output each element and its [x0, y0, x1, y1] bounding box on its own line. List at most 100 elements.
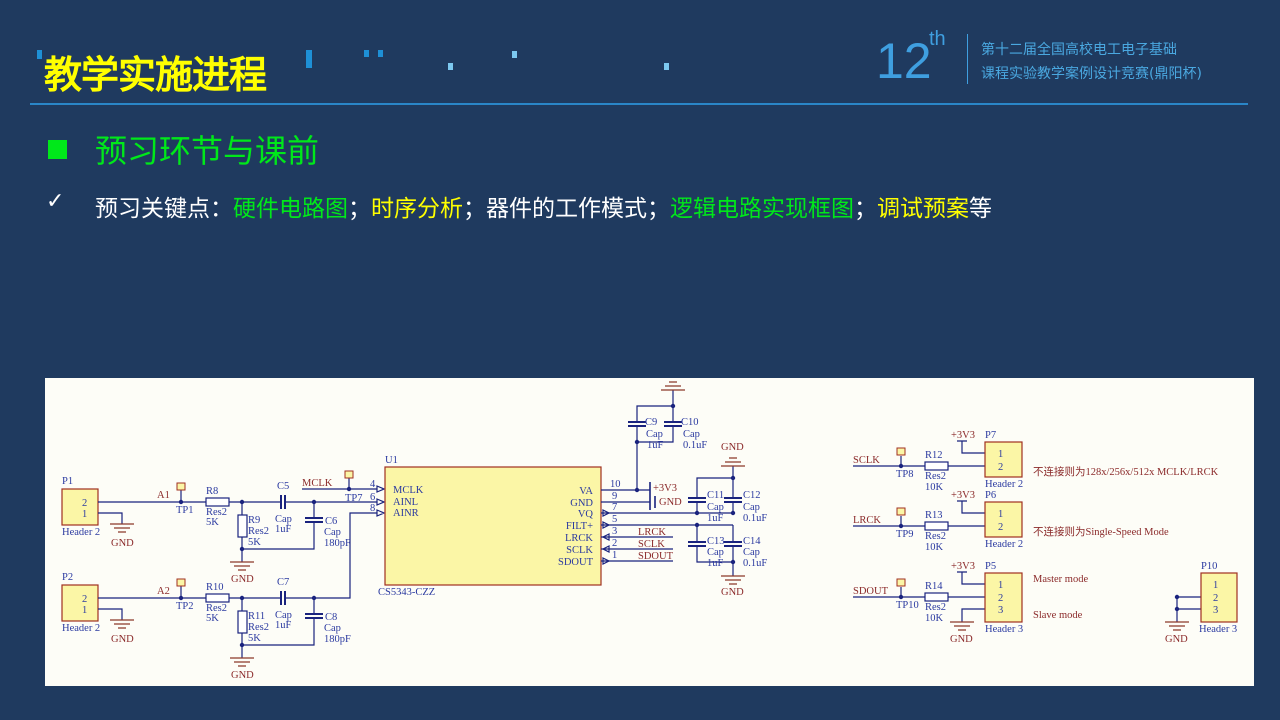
page-title: 教学实施进程 [44, 53, 267, 97]
label-p6: P6 [985, 490, 996, 501]
resistor-r11 [237, 610, 248, 634]
label-p1: P1 [62, 476, 73, 487]
key-point-segment: 逻辑电路实现框图 [670, 196, 854, 221]
pin-label: 2 [998, 593, 1003, 604]
label-header: Header 3 [985, 624, 1023, 635]
pin-number: 3 [612, 526, 617, 537]
pin-number: 8 [370, 503, 375, 514]
label-header: Header 2 [985, 479, 1023, 490]
connector-p5 [984, 572, 1023, 623]
connector-p2 [61, 584, 99, 622]
label-gnd: GND [111, 634, 134, 645]
label-value: 0.1uF [683, 440, 707, 451]
label-value: 5K [248, 633, 261, 644]
pin-name: VQ [578, 509, 594, 520]
pin-name: MCLK [393, 485, 424, 496]
key-point-segment: 等 [969, 196, 992, 221]
key-points-line: 预习关键点：硬件电路图；时序分析；器件的工作模式；逻辑电路实现框图；调试预案等 [95, 189, 992, 223]
key-point-segment: 调试预案 [877, 196, 969, 221]
label-value: 1uF [275, 524, 292, 535]
pin-name: SCLK [566, 545, 593, 556]
label-res2: Res2 [206, 603, 227, 614]
testpoint-tp2 [176, 578, 186, 587]
pin-label: 3 [1213, 605, 1218, 616]
header-rule [30, 103, 1248, 105]
power-port-3v3: +3V3 [951, 561, 975, 572]
label-value: 180pF [324, 538, 351, 549]
label-r10: R10 [206, 582, 224, 593]
label-res2: Res2 [248, 622, 269, 633]
label-res2: Res2 [248, 526, 269, 537]
testpoint-tp9 [896, 507, 906, 516]
label-p10: P10 [1201, 561, 1217, 572]
pin-label: 1 [998, 580, 1003, 591]
label-tp1: TP1 [176, 505, 194, 516]
header-divider [967, 34, 968, 84]
pin-label: 1 [1213, 580, 1218, 591]
circuit-schematic: P1 2 1 Header 2 GND A1 TP1 R8 Res2 5K GN… [45, 378, 1254, 686]
pin-label: 1 [998, 449, 1003, 460]
pin-name: LRCK [565, 533, 593, 544]
decor-square [37, 50, 42, 59]
decor-square [512, 51, 517, 58]
pin-label: 3 [998, 605, 1003, 616]
net-label-a1: A1 [157, 490, 170, 501]
label-value: 1uF [275, 620, 292, 631]
decor-square [364, 50, 369, 57]
pin-number: 9 [612, 491, 617, 502]
key-point-segment: ； [348, 196, 371, 221]
net-label-sdout: SDOUT [638, 551, 674, 562]
decoupling-capacitors: C9 Cap 1uF C10 Cap 0.1uF GND C11 Cap 1uF… [628, 381, 767, 598]
decor-square [448, 63, 453, 70]
label-header: Header 2 [985, 539, 1023, 550]
edition-suffix: th [929, 28, 946, 50]
adc-u1: MCLK TP7 4 6 8 U1 MCLK AINL AINR CS5343-… [302, 455, 733, 598]
input-channel-right: P2 2 1 Header 2 GND A2 TP2 R10 Res2 5K G… [61, 512, 377, 681]
decor-square [306, 50, 312, 68]
pin-number: 7 [612, 502, 617, 513]
label-tp2: TP2 [176, 601, 194, 612]
label-part-number: CS5343-CZZ [378, 587, 435, 598]
testpoint-tp10 [896, 578, 906, 587]
pin-label: 1 [82, 605, 87, 616]
pin-number: 5 [612, 514, 617, 525]
input-channel-left: P1 2 1 Header 2 GND A1 TP1 R8 Res2 5K GN… [61, 476, 377, 585]
resistor-r13 [924, 521, 949, 531]
label-res2: Res2 [925, 602, 946, 613]
jumper-p7: SCLK TP8 R12 Res2 10K +3V3 P7 1 2 Header… [853, 430, 1219, 493]
pin-number: 4 [370, 479, 376, 490]
capacitor-c7 [280, 591, 286, 605]
label-header: Header 2 [62, 527, 100, 538]
note-master-mode: Master mode [1033, 574, 1088, 585]
label-cap: Cap [275, 514, 292, 525]
label-c12: C12 [743, 490, 761, 501]
label-value: 10K [925, 613, 944, 624]
checkmark-icon: ✓ [46, 189, 65, 214]
label-header: Header 3 [1199, 624, 1237, 635]
label-p2: P2 [62, 572, 73, 583]
connector-p7 [984, 441, 1023, 478]
pin-name: GND [570, 498, 593, 509]
resistor-r12 [924, 461, 949, 471]
pin-label: 2 [998, 462, 1003, 473]
label-tp9: TP9 [896, 529, 914, 540]
label-c10: C10 [681, 417, 699, 428]
pin-number: 6 [370, 492, 375, 503]
label-cap: Cap [707, 547, 724, 558]
edition-number: 12 [876, 33, 932, 89]
pin-label: 2 [998, 522, 1003, 533]
resistor-r10 [205, 593, 230, 603]
net-label-sdout: SDOUT [853, 586, 889, 597]
connector-p10-group: GND P10 1 2 3 Header 3 [1165, 561, 1238, 645]
pin-name: SDOUT [558, 557, 594, 568]
label-gnd: GND [111, 538, 134, 549]
pin-name: AINR [393, 508, 419, 519]
net-label-lrck: LRCK [853, 515, 881, 526]
label-gnd: GND [231, 670, 254, 681]
label-value: 5K [206, 517, 219, 528]
label-tp10: TP10 [896, 600, 919, 611]
pin-label: 2 [82, 498, 87, 509]
key-point-segment: 预习关键点： [95, 196, 233, 221]
label-u1: U1 [385, 455, 398, 466]
key-point-segment: ；器件的工作模式； [463, 196, 670, 221]
